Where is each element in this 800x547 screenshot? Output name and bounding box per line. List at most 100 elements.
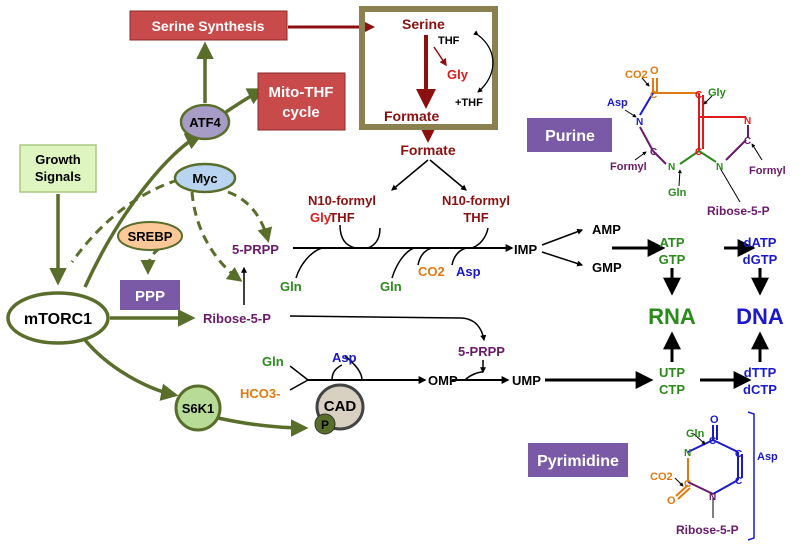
pyr-struct-c3: C	[735, 476, 742, 487]
purine-structure: CO2 O Asp Gly N C C C C N N N C Formyl F…	[607, 65, 786, 218]
ppp-label: PPP	[135, 288, 165, 305]
red-arrows	[288, 19, 447, 143]
pyr-struct-n1: N	[684, 448, 691, 459]
srebp-node	[117, 221, 183, 251]
dash-myc-to-prpp	[227, 190, 273, 243]
dash-myc-to-mtorc1	[70, 178, 179, 263]
dctp: dCTP	[743, 382, 777, 397]
mito-thf: THF	[438, 35, 460, 47]
pyrimidine-structure: Gln CO2 O O N C C C N C Asp Ribose-5-P	[650, 411, 778, 541]
growth-signals-line2: Signals	[35, 169, 81, 184]
mito-plus-thf: +THF	[455, 97, 483, 109]
n10-formyl-left: N10-formyl	[308, 193, 376, 208]
pyr-struct-c2: C	[735, 449, 742, 460]
pyrimidine-label: Pyrimidine	[537, 453, 619, 470]
purine-struct-formyl-left: Formyl	[610, 161, 647, 173]
ctp: CTP	[659, 382, 685, 397]
growth-signals-line1: Growth	[35, 152, 81, 167]
purine-struct-co2: CO2	[625, 69, 648, 81]
pyr-struct-n2: N	[709, 492, 716, 503]
purine-struct-n2: N	[668, 162, 675, 173]
purine-struct-formyl-right: Formyl	[749, 165, 786, 177]
mito-thf-line2: cycle	[282, 104, 320, 121]
pyrimidine-box	[528, 443, 628, 477]
purine-struct-gly: Gly	[708, 87, 727, 99]
datp: dATP	[744, 235, 777, 250]
regulatory-arrows	[49, 41, 309, 437]
ump: UMP	[512, 373, 541, 388]
purine-gln-2: Gln	[380, 279, 402, 294]
purine-struct-c5: C	[744, 136, 751, 147]
pyr-prpp: 5-PRPP	[458, 344, 505, 359]
purine-gly: Gly	[310, 210, 332, 225]
pyr-hco3: HCO3-	[240, 386, 280, 401]
pyr-struct-o2: O	[667, 495, 676, 507]
phospho-label: P	[321, 418, 329, 432]
atf4-label: ATF4	[189, 115, 221, 130]
mito-serine: Serine	[402, 16, 445, 32]
purine-struct-c2: C	[695, 90, 702, 101]
purine-struct-c3: C	[695, 147, 702, 158]
purine-struct-n1: N	[636, 117, 643, 128]
purine-struct-gln: Gln	[668, 187, 687, 199]
pyr-asp: Asp	[332, 350, 357, 365]
purine-prpp: 5-PRPP	[232, 242, 279, 257]
pyr-gln: Gln	[262, 354, 284, 369]
arrow-s6k1-to-cad	[217, 416, 309, 437]
dttp: dTTP	[744, 365, 777, 380]
atp: ATP	[659, 235, 684, 250]
myc-label: Myc	[192, 171, 217, 186]
purine-asp: Asp	[456, 264, 481, 279]
utp: UTP	[659, 365, 685, 380]
pyr-struct-c1: C	[709, 436, 716, 447]
atf4-node	[179, 103, 231, 141]
pyr-struct-asp: Asp	[757, 451, 778, 463]
purine-co2: CO2	[418, 264, 445, 279]
pyr-struct-ribose: Ribose-5-P	[676, 523, 739, 537]
myc-node	[173, 162, 237, 194]
arrow-mtorc1-to-atf4	[83, 133, 204, 288]
purine-box	[527, 118, 612, 152]
phospho-badge	[314, 413, 336, 435]
mito-compartment-box	[359, 6, 498, 130]
mtorc1-label: mTORC1	[24, 311, 92, 328]
purine-struct-n4: N	[744, 116, 751, 127]
pathway-arrows	[241, 159, 769, 391]
cyto-formate: Formate	[400, 142, 455, 158]
arrow-to-gly	[433, 46, 447, 67]
s6k1-node	[174, 384, 222, 432]
mtorc1-node	[6, 291, 110, 345]
ppp-box	[120, 280, 180, 310]
dna: DNA	[736, 304, 784, 329]
dash-myc-to-ribose	[190, 191, 243, 282]
thf-right: THF	[463, 210, 488, 225]
growth-signals-box	[19, 144, 97, 193]
arrow-mtorc1-to-s6k1	[83, 338, 179, 401]
mito-formate: Formate	[384, 108, 439, 124]
purine-struct-c4: C	[650, 147, 657, 158]
arrow-atf4-to-mito-thf	[225, 88, 266, 114]
pyr-struct-gln: Gln	[686, 428, 705, 440]
rna: RNA	[648, 304, 696, 329]
gtp: GTP	[659, 252, 686, 267]
purine-gln-1: Gln	[280, 279, 302, 294]
pyr-struct-co2: CO2	[650, 471, 673, 483]
purine-struct-n3: N	[716, 162, 723, 173]
serine-synthesis-box	[129, 10, 288, 41]
pyr-struct-c4: C	[684, 479, 691, 490]
srebp-label: SREBP	[128, 229, 173, 244]
cad-label: CAD	[324, 398, 357, 415]
purine-struct-ribose: Ribose-5-P	[707, 204, 770, 218]
thf-cycle-arrow	[473, 30, 494, 93]
dash-srebp-to-ppp	[140, 246, 161, 275]
purine-struct-c1: C	[650, 90, 657, 101]
imp: IMP	[514, 242, 537, 257]
mito-thf-box	[257, 72, 346, 131]
serine-synthesis-label: Serine Synthesis	[152, 18, 265, 34]
ribose-5-p: Ribose-5-P	[203, 311, 271, 326]
gmp: GMP	[592, 260, 622, 275]
omp: OMP	[428, 373, 458, 388]
amp: AMP	[592, 222, 621, 237]
